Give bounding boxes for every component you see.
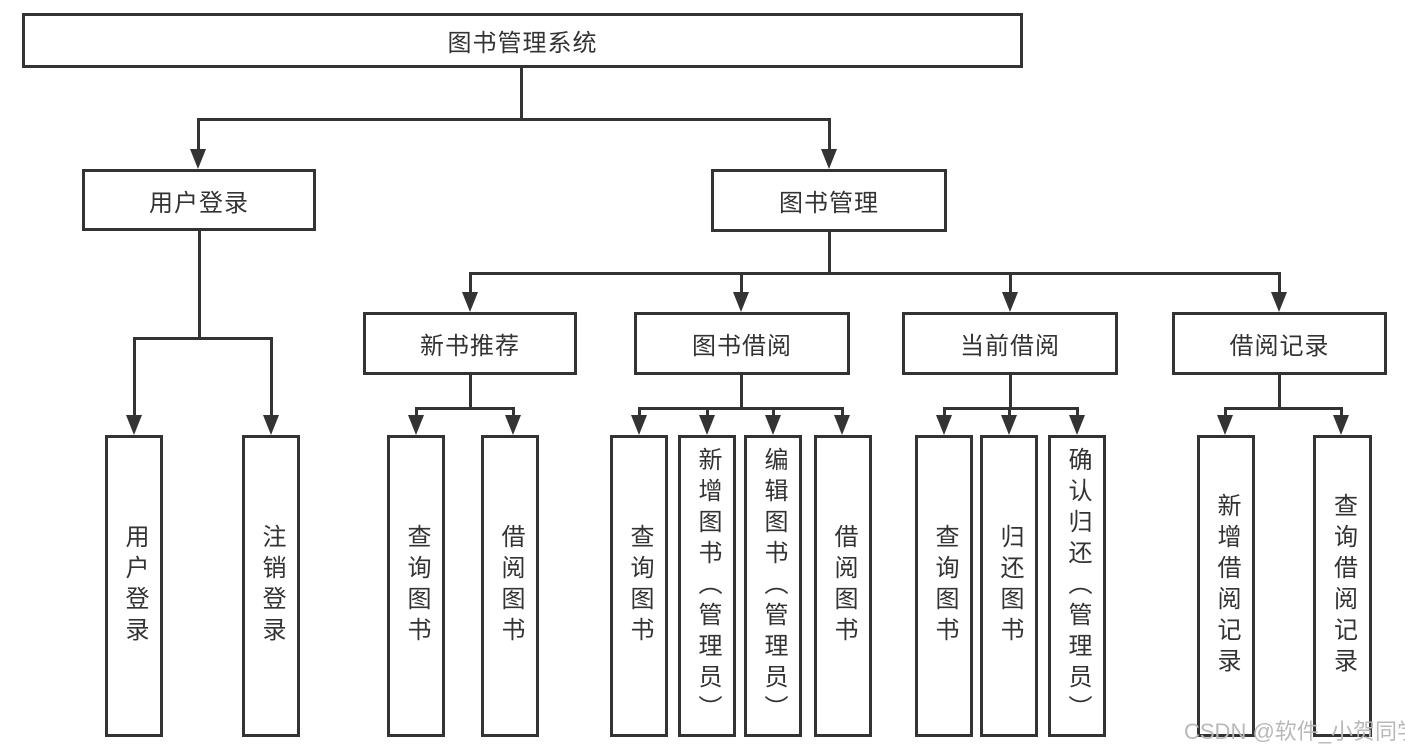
arrow-down-icon	[936, 415, 952, 435]
connector-line	[469, 272, 1281, 275]
node-label: 注销登录	[258, 524, 285, 648]
leaf-user-login: 用户登录	[105, 435, 163, 737]
connector-line	[197, 118, 831, 121]
connector-line	[469, 375, 472, 407]
connector-line	[740, 272, 743, 294]
connector-line	[415, 407, 515, 410]
connector-line	[520, 68, 523, 118]
leaf-query-books-recommend: 查询图书	[387, 435, 445, 737]
node-label: 确认归还（管理员）	[1064, 446, 1091, 726]
node-label: 图书借阅	[692, 333, 792, 360]
node-book-borrow: 图书借阅	[634, 312, 850, 375]
arrow-down-icon	[1333, 415, 1349, 435]
connector-line	[1224, 407, 1343, 410]
node-label: 编辑图书（管理员）	[760, 446, 787, 726]
arrow-down-icon	[733, 292, 749, 312]
arrow-down-icon	[834, 415, 850, 435]
node-borrow-records: 借阅记录	[1172, 312, 1387, 375]
leaf-confirm-return-admin: 确认归还（管理员）	[1048, 435, 1106, 737]
leaf-logout: 注销登录	[242, 435, 300, 737]
leaf-borrow-books: 借阅图书	[814, 435, 872, 737]
connector-line	[512, 407, 515, 417]
node-label: 新增图书（管理员）	[694, 446, 721, 726]
connector-line	[1009, 375, 1012, 407]
node-label: 借阅图书	[830, 524, 857, 648]
connector-line	[638, 407, 641, 417]
leaf-query-books-borrow: 查询图书	[610, 435, 668, 737]
leaf-borrow-books-recommend: 借阅图书	[481, 435, 539, 737]
arrow-down-icon	[190, 149, 206, 169]
arrow-down-icon	[1002, 292, 1018, 312]
connector-line	[133, 337, 273, 340]
connector-line	[469, 272, 472, 294]
arrow-down-icon	[408, 415, 424, 435]
leaf-add-borrow-record: 新增借阅记录	[1197, 435, 1255, 737]
watermark: CSDN @软件_小贺同学	[1184, 719, 1405, 744]
connector-line	[197, 118, 200, 151]
arrow-down-icon	[263, 415, 279, 435]
node-label: 新书推荐	[420, 333, 520, 360]
arrow-down-icon	[505, 415, 521, 435]
arrow-down-icon	[765, 415, 781, 435]
leaf-edit-books-admin: 编辑图书（管理员）	[744, 435, 802, 737]
connector-line	[841, 407, 844, 417]
leaf-return-books: 归还图书	[980, 435, 1038, 737]
node-current-borrow: 当前借阅	[902, 312, 1118, 375]
connector-line	[1340, 407, 1343, 417]
connector-line	[772, 407, 775, 417]
node-label: 当前借阅	[960, 333, 1060, 360]
node-label: 新增借阅记录	[1213, 493, 1240, 679]
connector-line	[1008, 407, 1011, 417]
connector-line	[270, 337, 273, 417]
connector-line	[198, 231, 201, 337]
node-label: 归还图书	[996, 524, 1023, 648]
arrow-down-icon	[821, 149, 837, 169]
connector-line	[638, 407, 844, 410]
connector-line	[943, 407, 946, 417]
connector-line	[828, 232, 831, 272]
arrow-down-icon	[462, 292, 478, 312]
connector-line	[1009, 272, 1012, 294]
node-label: 借阅记录	[1229, 333, 1330, 360]
node-label: 图书管理	[779, 190, 879, 217]
arrow-down-icon	[1217, 415, 1233, 435]
arrow-down-icon	[1069, 415, 1085, 435]
node-label: 查询借阅记录	[1329, 493, 1357, 679]
node-library-management-system: 图书管理系统	[22, 13, 1023, 68]
connector-line	[740, 375, 743, 407]
node-label: 查询图书	[626, 524, 653, 648]
node-label: 用户登录	[149, 189, 249, 217]
arrow-down-icon	[1001, 415, 1017, 435]
arrow-down-icon	[699, 415, 715, 435]
arrow-down-icon	[126, 415, 142, 435]
leaf-query-borrow-record: 查询借阅记录	[1313, 435, 1372, 737]
node-user-login: 用户登录	[82, 169, 316, 231]
arrow-down-icon	[1271, 292, 1287, 312]
arrow-down-icon	[631, 415, 647, 435]
connector-line	[943, 407, 1079, 410]
node-label: 借阅图书	[497, 524, 524, 648]
node-label: 查询图书	[403, 524, 430, 648]
node-book-management: 图书管理	[711, 169, 947, 232]
leaf-add-books-admin: 新增图书（管理员）	[678, 435, 736, 737]
node-new-book-recommend: 新书推荐	[363, 312, 577, 375]
node-label: 用户登录	[121, 524, 148, 648]
leaf-query-books-current: 查询图书	[915, 435, 973, 737]
connector-line	[828, 118, 831, 151]
connector-line	[1278, 375, 1281, 407]
connector-line	[1076, 407, 1079, 417]
connector-line	[415, 407, 418, 417]
node-label: 图书管理系统	[447, 30, 598, 57]
node-label: 查询图书	[931, 524, 958, 648]
connector-line	[1224, 407, 1227, 417]
connector-line	[1278, 272, 1281, 294]
connector-line	[706, 407, 709, 417]
connector-line	[133, 337, 136, 417]
